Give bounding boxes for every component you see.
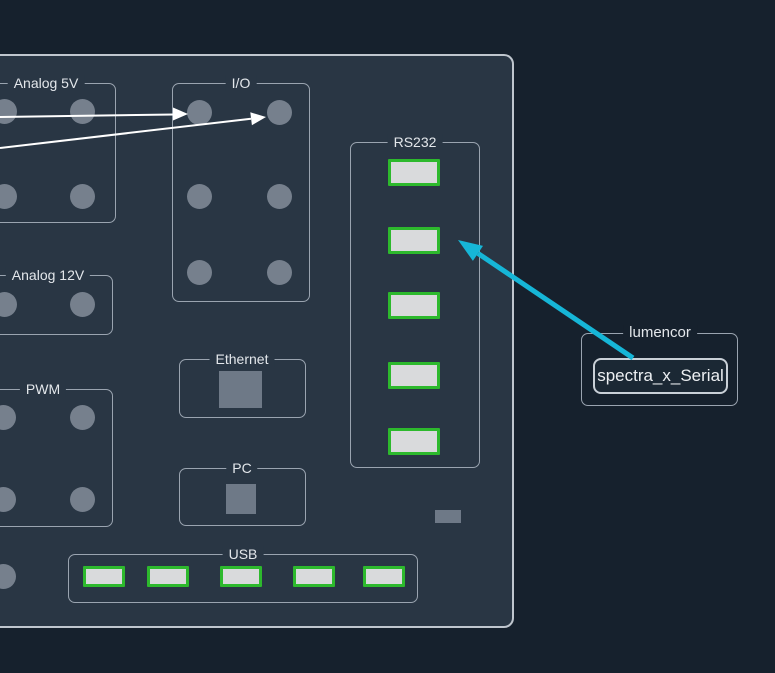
usb-port-5[interactable] bbox=[363, 566, 405, 587]
io-port[interactable] bbox=[187, 260, 212, 285]
analog5v-port[interactable] bbox=[70, 99, 95, 124]
group-io-label: I/O bbox=[225, 75, 257, 91]
pwm-port[interactable] bbox=[0, 487, 16, 512]
port-circle[interactable] bbox=[0, 564, 16, 589]
rs232-port-5[interactable] bbox=[388, 428, 440, 455]
usb-port-2[interactable] bbox=[147, 566, 189, 587]
usb-port-1[interactable] bbox=[83, 566, 125, 587]
io-port[interactable] bbox=[187, 100, 212, 125]
io-port[interactable] bbox=[267, 260, 292, 285]
group-analog-12v-label: Analog 12V bbox=[5, 267, 91, 283]
io-port[interactable] bbox=[267, 100, 292, 125]
group-pwm bbox=[0, 389, 113, 527]
rs232-port-3[interactable] bbox=[388, 292, 440, 319]
analog12v-port[interactable] bbox=[0, 292, 17, 317]
group-lumencor-label: lumencor bbox=[623, 325, 697, 341]
group-pwm-label: PWM bbox=[19, 381, 67, 397]
analog5v-port[interactable] bbox=[70, 184, 95, 209]
group-analog-5v-label: Analog 5V bbox=[7, 75, 85, 91]
pc-jack[interactable] bbox=[226, 484, 256, 514]
group-usb-label: USB bbox=[222, 546, 264, 562]
group-rs232-label: RS232 bbox=[387, 134, 443, 150]
pwm-port[interactable] bbox=[70, 405, 95, 430]
pwm-port[interactable] bbox=[0, 405, 16, 430]
analog5v-port[interactable] bbox=[0, 184, 17, 209]
usb-port-4[interactable] bbox=[293, 566, 335, 587]
board-indicator-rect bbox=[435, 510, 461, 523]
rs232-port-1[interactable] bbox=[388, 159, 440, 186]
group-pc-label: PC bbox=[226, 460, 258, 476]
spectra-x-serial-node[interactable]: spectra_x_Serial bbox=[593, 358, 728, 394]
ethernet-jack[interactable] bbox=[219, 371, 262, 408]
io-port[interactable] bbox=[267, 184, 292, 209]
group-analog-5v bbox=[0, 83, 116, 223]
rs232-port-4[interactable] bbox=[388, 362, 440, 389]
spectra-x-serial-node-label: spectra_x_Serial bbox=[597, 366, 724, 385]
analog12v-port[interactable] bbox=[70, 292, 95, 317]
usb-port-3[interactable] bbox=[220, 566, 262, 587]
group-ethernet-label: Ethernet bbox=[209, 351, 275, 367]
pwm-port[interactable] bbox=[70, 487, 95, 512]
io-port[interactable] bbox=[187, 184, 212, 209]
rs232-port-2[interactable] bbox=[388, 227, 440, 254]
